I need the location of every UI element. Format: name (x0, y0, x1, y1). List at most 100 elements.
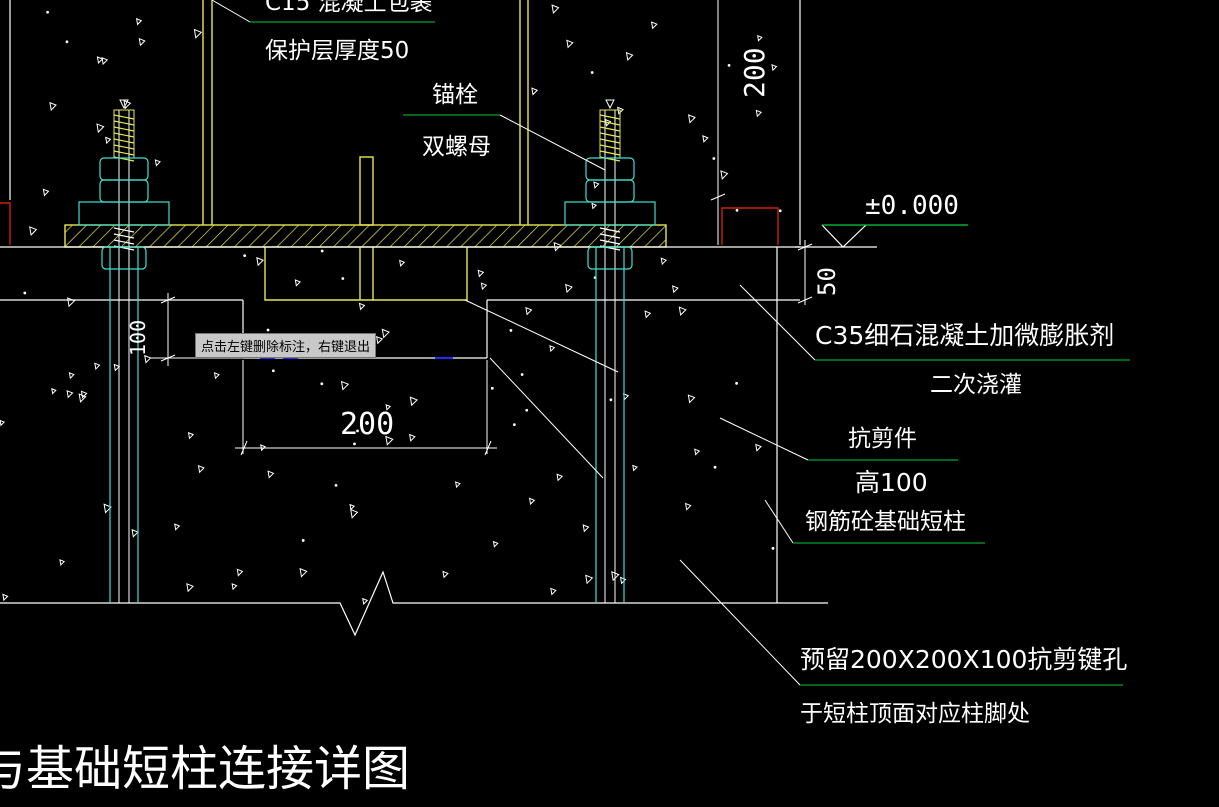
aggregate-dot (525, 408, 529, 412)
aggregate-mark (340, 380, 350, 391)
aggregate-mark (96, 123, 105, 134)
aggregate-mark (755, 443, 762, 452)
aggregate-dot (713, 465, 717, 469)
aggregate-mark (113, 363, 121, 372)
aggregate-dot (771, 546, 775, 550)
dim-hole-depth-100: 100 (126, 319, 150, 356)
aggregate-mark (385, 435, 394, 446)
aggregate-mark (193, 28, 203, 39)
aggregate-mark (531, 87, 539, 96)
aggregate-mark (687, 114, 696, 124)
aggregate-dot (243, 254, 247, 258)
aggregate-dot (727, 63, 731, 67)
aggregate-mark (131, 528, 139, 538)
aggregate-mark (455, 481, 461, 489)
aggregate-mark (687, 394, 696, 404)
aggregate-mark (619, 576, 627, 585)
aggregate-dot (266, 328, 270, 332)
aggregate-mark (186, 583, 194, 593)
aggregate-dot (334, 483, 338, 487)
aggregate-mark (213, 372, 220, 380)
drawing-title: 与基础短柱连接详图 (0, 741, 411, 797)
aggregate-dot (23, 291, 27, 295)
aggregate-mark (409, 396, 418, 407)
aggregate-mark (593, 181, 600, 189)
aggregate-mark (29, 226, 38, 236)
aggregate-mark (103, 503, 112, 514)
aggregate-dot (271, 369, 275, 373)
aggregate-mark (720, 170, 729, 180)
aggregate-mark (556, 473, 564, 482)
aggregate-mark (477, 269, 485, 278)
aggregate-mark (105, 136, 112, 145)
aggregate-mark (187, 431, 195, 440)
aggregate-mark (566, 39, 574, 49)
aggregate-dot (320, 382, 324, 386)
aggregate-mark (550, 587, 557, 596)
aggregate-mark (409, 433, 416, 442)
steel-column (202, 0, 529, 226)
aggregate-mark (78, 393, 87, 403)
aggregate-mark (650, 21, 658, 30)
aggregate-dot (490, 386, 494, 390)
aggregate-mark (549, 345, 556, 353)
aggregate-mark (49, 101, 57, 111)
aggregate-mark (2, 593, 9, 602)
aggregate-mark (771, 64, 778, 72)
aggregate-mark (299, 567, 308, 578)
elevation-marker (795, 224, 968, 248)
aggregate-mark (66, 390, 74, 399)
aggregate-mark (59, 559, 66, 566)
aggregate-dot (712, 157, 716, 160)
aggregate-mark (694, 448, 701, 456)
aggregate-mark (68, 372, 75, 380)
label-cover-thickness: 保护层厚度50 (265, 38, 410, 64)
aggregate-mark (585, 574, 594, 585)
aggregate-mark (702, 135, 709, 143)
aggregate-mark (442, 570, 449, 579)
aggregate-dot (609, 398, 613, 402)
aggregate-mark (174, 523, 181, 531)
aggregate-dot (356, 429, 359, 433)
aggregate-mark (144, 354, 152, 364)
aggregate-mark (376, 335, 384, 345)
aggregate-mark (138, 37, 146, 47)
leader-underlines (250, 21, 1130, 686)
aggregate-mark (591, 202, 598, 210)
concrete-stipple (0, 4, 782, 606)
label-rc-short-column: 钢筋砼基础短柱 (805, 509, 966, 535)
aggregate-mark (80, 390, 88, 399)
aggregate-mark (625, 51, 634, 62)
label-double-nut: 双螺母 (422, 134, 491, 160)
aggregate-mark (632, 464, 638, 472)
aggregate-mark (154, 159, 161, 167)
aggregate-mark (685, 502, 692, 511)
aggregate-mark (256, 256, 264, 267)
aggregate-mark (135, 17, 143, 26)
aggregate-dot (320, 249, 324, 253)
aggregate-mark (101, 57, 109, 66)
aggregate-mark (525, 306, 533, 316)
aggregate-mark (480, 282, 488, 291)
leader-lines (211, 0, 816, 686)
aggregate-mark (755, 109, 763, 118)
aggregate-dot (353, 442, 356, 446)
aggregate-mark (528, 497, 536, 506)
aggregate-mark (236, 568, 244, 577)
aggregate-dot (590, 71, 594, 74)
dim-hole-width-200: 200 (340, 407, 395, 442)
aggregate-mark (565, 283, 573, 294)
aggregate-mark (582, 524, 590, 533)
dimension-lines (150, 0, 813, 456)
aggregate-mark (0, 419, 6, 427)
base-plate (64, 224, 667, 248)
aggregate-mark (660, 257, 668, 266)
label-secondary-grouting: 二次浇灌 (930, 372, 1022, 398)
aggregate-mark (399, 259, 406, 267)
aggregate-mark (51, 387, 57, 395)
label-reserved-hole: 预留200X200X100抗剪键孔 (800, 645, 1128, 674)
aggregate-mark (197, 464, 205, 474)
aggregate-mark (381, 328, 390, 339)
aggregate-mark (358, 302, 366, 311)
